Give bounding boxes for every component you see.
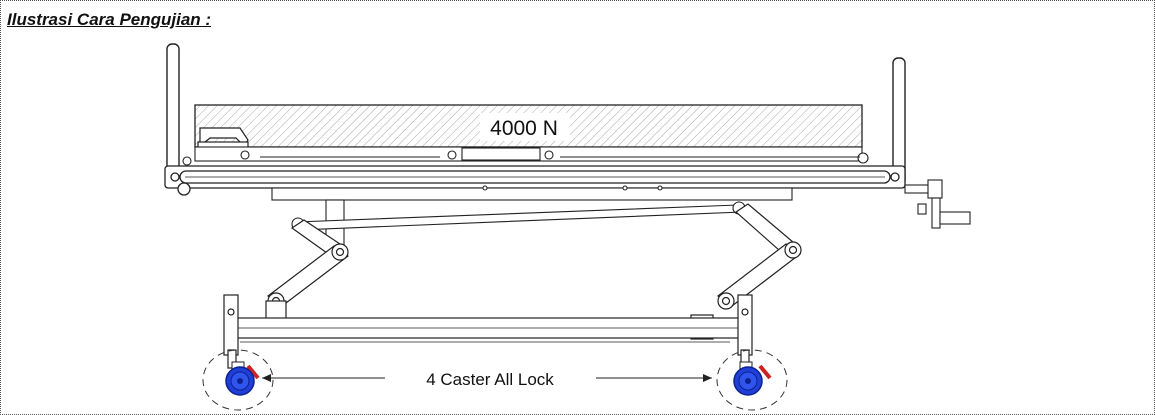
bed-deck	[182, 146, 869, 166]
caster-left	[202, 349, 274, 411]
caster-leg-left	[223, 294, 239, 369]
under-frame	[271, 185, 793, 249]
rail-post-left	[166, 43, 180, 185]
tie-bar	[291, 201, 746, 231]
mattress: 4000 N	[194, 104, 863, 148]
main-frame-rail	[164, 165, 906, 196]
illustration-heading: Ilustrasi Cara Pengujian :	[7, 10, 212, 29]
load-label: 4000 N	[490, 117, 558, 140]
caster-callout	[262, 374, 712, 382]
crank-handle	[904, 179, 971, 229]
caster-label: 4 Caster All Lock	[426, 370, 554, 389]
caster-leg-right	[737, 294, 753, 369]
caster-right	[716, 349, 788, 411]
base-frame	[224, 317, 746, 343]
